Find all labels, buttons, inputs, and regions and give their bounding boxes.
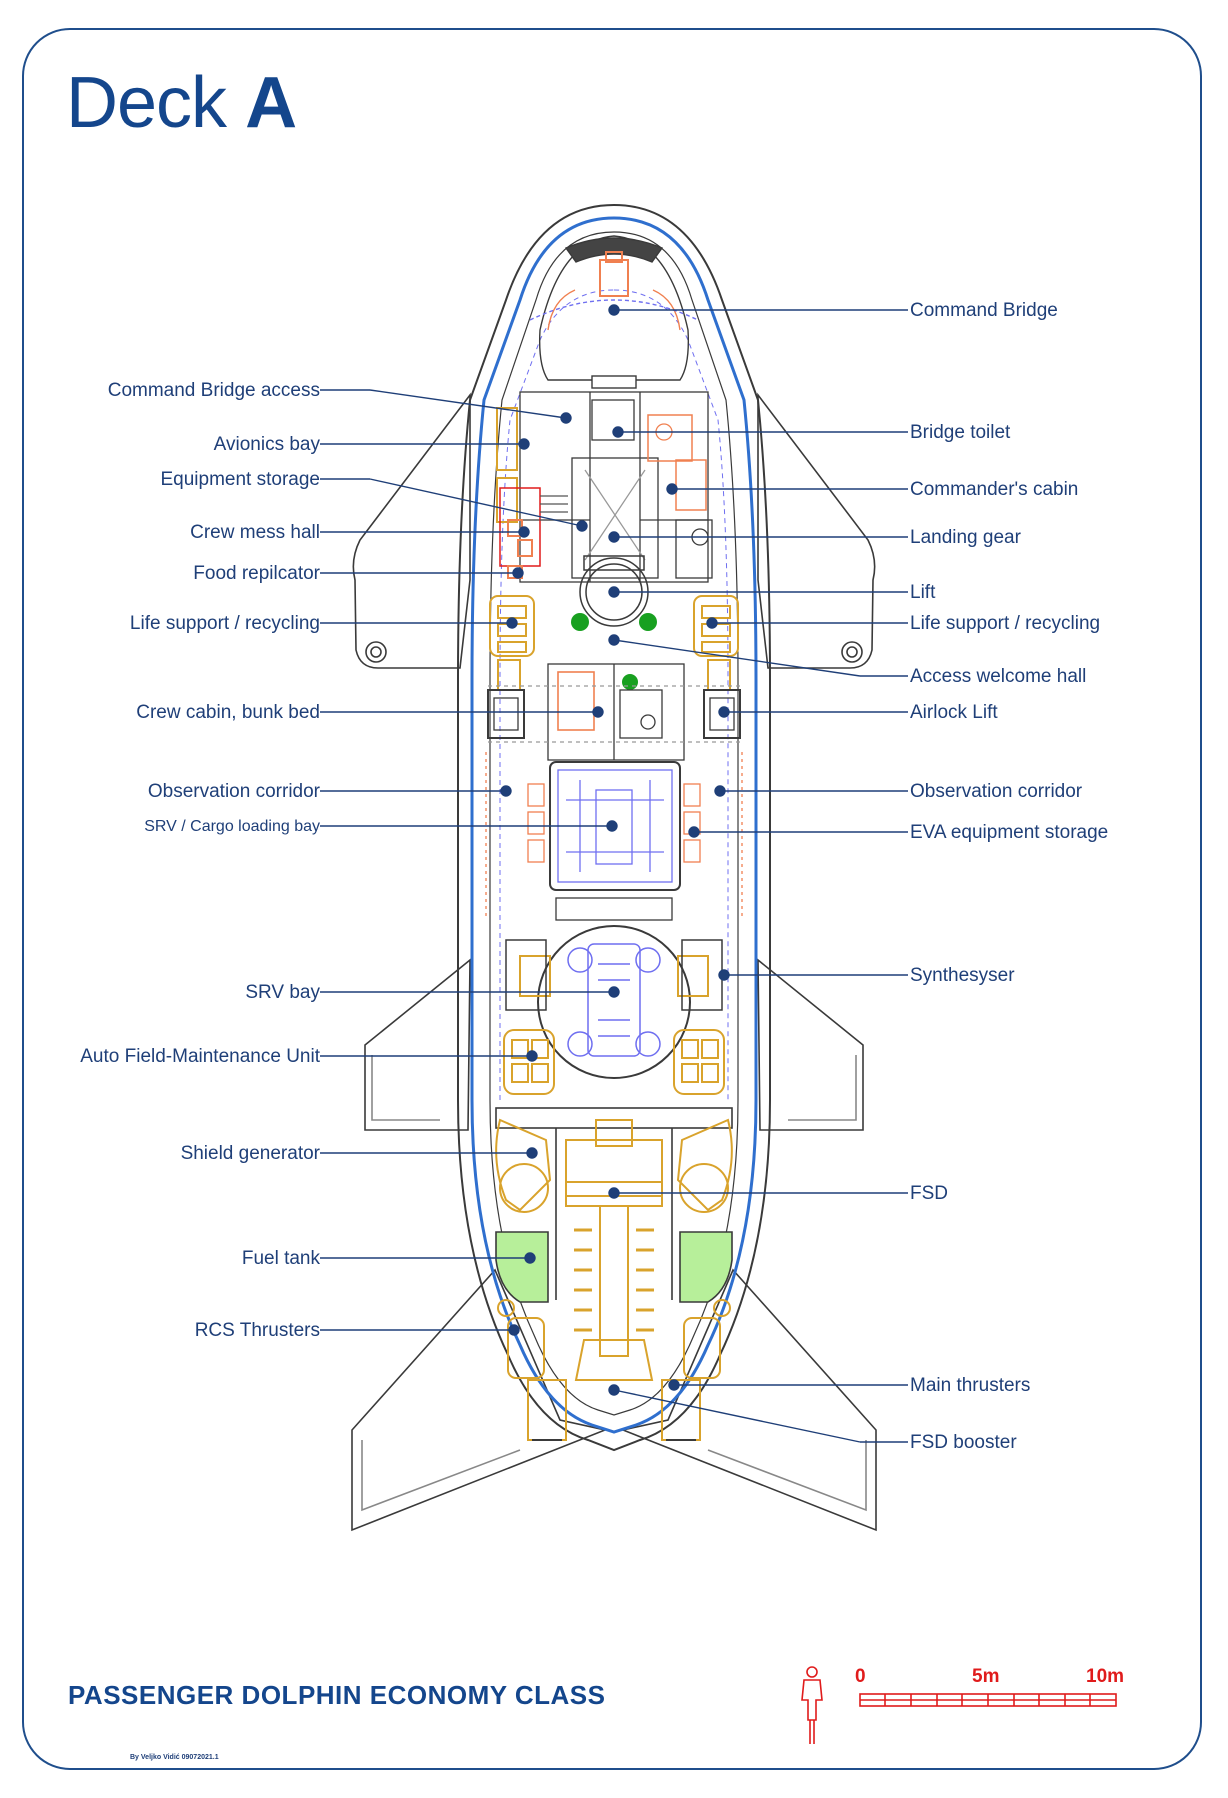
leader-synthesyser [718, 969, 908, 981]
leader-main-thrusters [668, 1379, 908, 1391]
label-equipment-storage: Equipment storage [160, 469, 321, 490]
leader-lines [320, 304, 908, 1443]
fuel-tank-left [495, 1231, 549, 1303]
leader-fsd-booster [608, 1384, 908, 1443]
label-observation-corridor-right: Observation corridor [910, 781, 1083, 802]
command-bridge [529, 235, 699, 389]
leader-crew-mess-hall [320, 526, 530, 538]
leader-srv-bay [320, 986, 620, 998]
label-rcs-thrusters: RCS Thrusters [194, 1320, 320, 1341]
label-crew-mess-hall: Crew mess hall [190, 522, 320, 543]
leader-srv-cargo [320, 820, 618, 832]
leader-eva-storage [688, 826, 908, 838]
leader-observation-left [320, 785, 512, 797]
label-life-support-right: Life support / recycling [910, 613, 1101, 634]
deck-title: Deck A [66, 62, 297, 144]
label-afmu: Auto Field-Maintenance Unit [80, 1046, 320, 1067]
label-commanders-cabin: Commander's cabin [910, 479, 1079, 500]
label-life-support-left: Life support / recycling [129, 613, 320, 634]
leader-rcs-thrusters [320, 1324, 520, 1336]
scale-human-figure [801, 1666, 823, 1744]
label-command-bridge-access: Command Bridge access [107, 380, 320, 401]
leader-shield-generator [320, 1147, 538, 1159]
label-bridge-toilet: Bridge toilet [910, 422, 1011, 443]
leader-airlock-lift [718, 706, 908, 718]
upper-wing-right [757, 392, 876, 669]
thrusters [497, 1299, 731, 1441]
scale-label-5m: 5m [972, 1666, 1000, 1687]
scale-bar [859, 1693, 1117, 1707]
label-synthesyser: Synthesyser [910, 965, 1015, 986]
label-airlock-lift: Airlock Lift [910, 702, 998, 723]
label-srv-bay: SRV bay [245, 982, 320, 1003]
mid-compartments [487, 663, 741, 761]
label-shield-generator: Shield generator [180, 1143, 320, 1164]
upper-compartments [496, 391, 713, 583]
label-landing-gear: Landing gear [910, 527, 1021, 548]
mid-wing-right [757, 958, 864, 1131]
leader-food-replicator [320, 567, 524, 579]
label-srv-cargo-bay: SRV / Cargo loading bay [144, 818, 320, 835]
scale-label-10m: 10m [1086, 1666, 1125, 1687]
label-eva-storage: EVA equipment storage [910, 822, 1109, 843]
label-avionics-bay: Avionics bay [213, 434, 320, 455]
leader-commanders-cabin [666, 483, 908, 495]
label-main-thrusters: Main thrusters [910, 1375, 1031, 1396]
leader-avionics-bay [320, 438, 530, 450]
hull-outer [457, 203, 771, 1452]
label-fuel-tank: Fuel tank [241, 1248, 320, 1269]
label-fsd-booster: FSD booster [910, 1432, 1017, 1453]
label-command-bridge: Command Bridge [910, 300, 1058, 321]
cargo-bay [485, 752, 743, 921]
label-crew-cabin: Crew cabin, bunk bed [136, 702, 320, 723]
leader-command-bridge-access [320, 389, 572, 424]
life-support-machinery [489, 595, 739, 691]
leader-crew-cabin [320, 706, 604, 718]
rear-wings [351, 1268, 877, 1532]
fuel-tank-right [679, 1231, 733, 1303]
leader-life-support-left [320, 617, 518, 629]
leader-life-support-right [706, 617, 908, 629]
leader-equipment-storage [320, 478, 588, 532]
leader-observation-right [714, 785, 908, 797]
leader-command-bridge [608, 304, 908, 316]
fuel-tanks [495, 1231, 733, 1303]
upper-wings [352, 392, 876, 669]
afmu-units [503, 1029, 725, 1095]
label-observation-corridor-left: Observation corridor [147, 781, 320, 802]
mid-wing-left [364, 958, 471, 1131]
label-food-replicator: Food repilcator [193, 563, 320, 584]
deck-word: Deck [66, 63, 227, 143]
label-fsd: FSD [910, 1183, 948, 1204]
srv-bay [505, 925, 723, 1079]
mid-wings [364, 958, 864, 1131]
leader-landing-gear [608, 531, 908, 543]
leader-fuel-tank [320, 1252, 536, 1264]
ship-name: PASSENGER DOLPHIN ECONOMY CLASS [68, 1680, 606, 1710]
leader-afmu [320, 1050, 538, 1062]
label-lift: Lift [910, 582, 936, 603]
author-credit: By Veljko Vidić 09072021.1 [130, 1754, 219, 1761]
leader-access-welcome-hall [608, 634, 908, 677]
hull-inner-blue [470, 216, 758, 1434]
rear-wing-left [351, 1268, 608, 1532]
deck-letter: A [245, 63, 297, 143]
leader-lift [608, 586, 908, 598]
page-frame [22, 28, 1202, 1770]
hull [457, 203, 771, 1452]
upper-wing-left [352, 392, 471, 669]
label-access-welcome-hall: Access welcome hall [910, 666, 1087, 687]
leader-bridge-toilet [612, 426, 908, 438]
leader-fsd [608, 1187, 908, 1199]
scale-label-0: 0 [855, 1666, 866, 1687]
